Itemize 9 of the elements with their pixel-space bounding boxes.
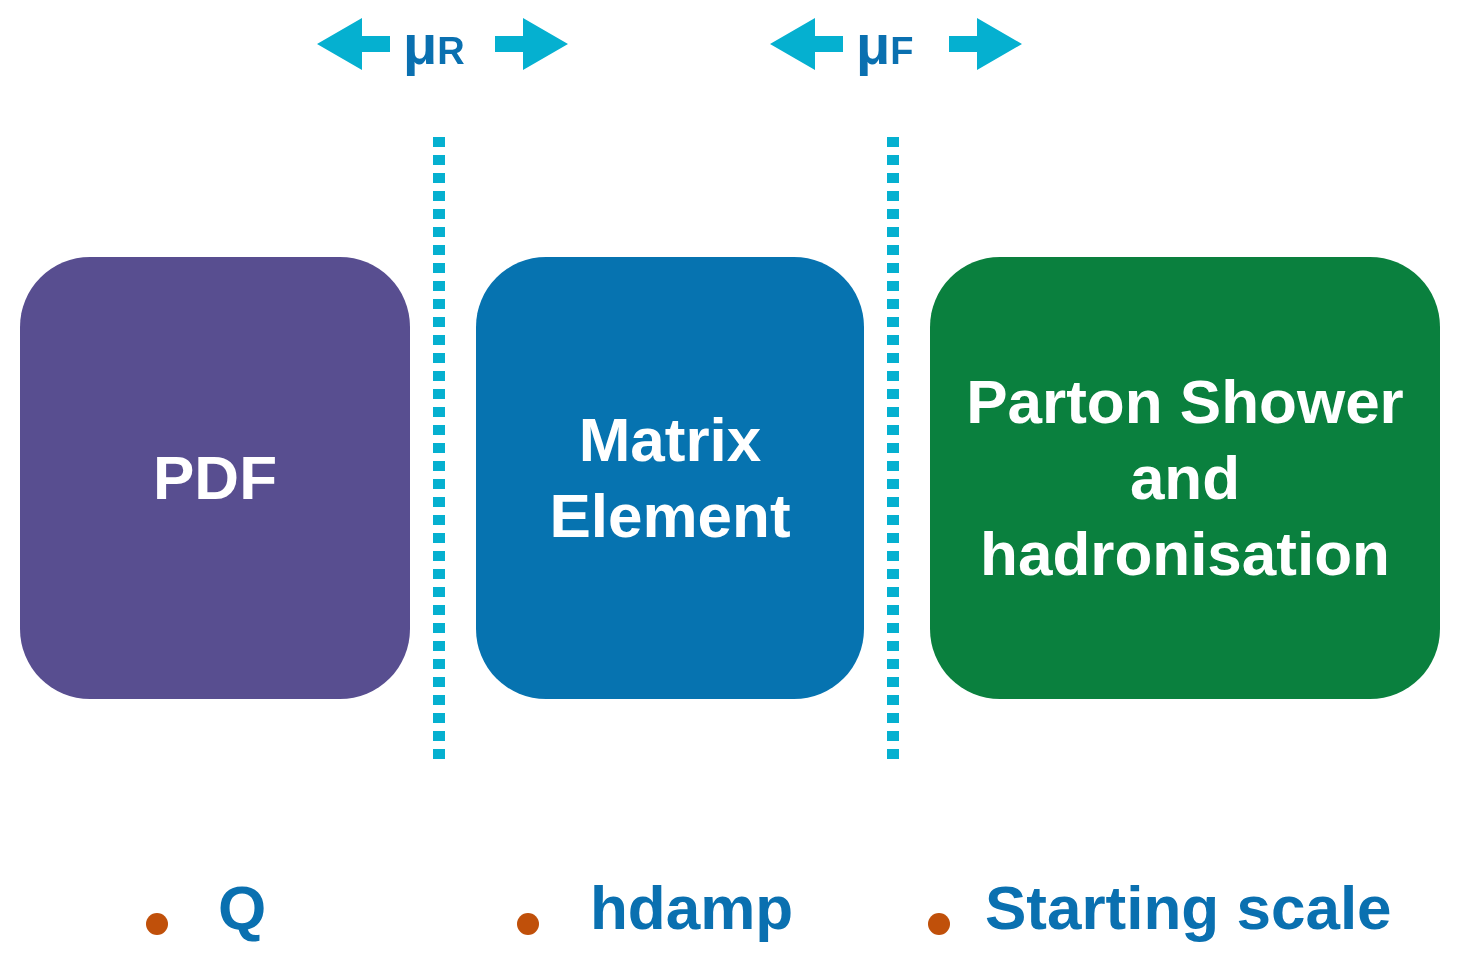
parameter-name: hdamp [590, 872, 794, 944]
box-title: Matrix Element [548, 404, 792, 552]
box-title: Parton Shower and hadronisation [965, 366, 1405, 590]
box-title: PDF [153, 442, 277, 514]
process-box [476, 257, 864, 699]
process-box [20, 257, 410, 699]
process-box [930, 257, 1440, 699]
parameter-name: Starting scale [985, 872, 1392, 944]
parameter-name: Q [218, 872, 267, 944]
